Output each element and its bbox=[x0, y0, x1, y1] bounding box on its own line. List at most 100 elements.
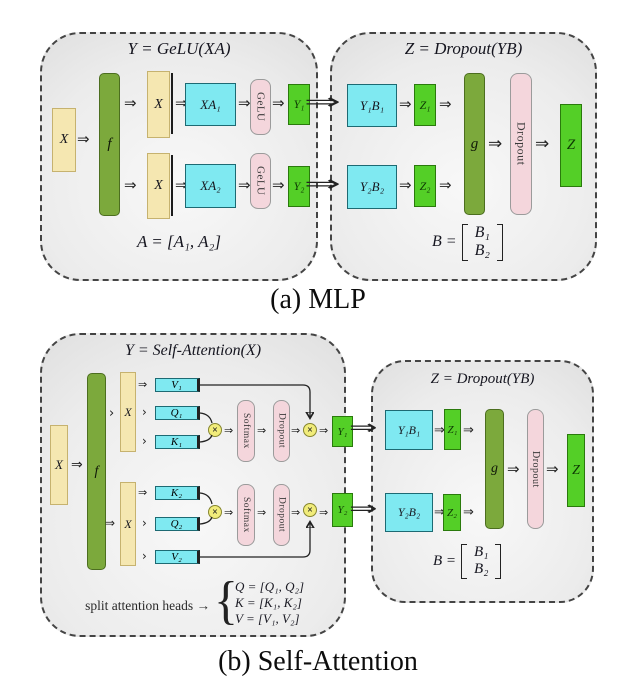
y2-box: Y₂ bbox=[332, 493, 353, 527]
q1-bar: Q₁ bbox=[155, 406, 200, 420]
double-arrow-icon: ⇒ bbox=[535, 134, 550, 154]
z-output-box: Z bbox=[567, 434, 585, 507]
panel-title: Y = Self-Attention(X) bbox=[124, 342, 262, 359]
matmul-otimes-icon: × bbox=[208, 423, 222, 437]
bracket-left bbox=[461, 544, 468, 579]
small-arrow-icon: › bbox=[109, 406, 115, 421]
bracket-left bbox=[461, 224, 468, 261]
double-arrow-icon: ⇒ bbox=[399, 176, 412, 194]
gather-g-bar: g bbox=[485, 409, 504, 529]
matmul-otimes-icon: × bbox=[303, 423, 317, 437]
partition-line bbox=[171, 155, 173, 216]
bracket-right bbox=[495, 544, 502, 579]
xa2-box: XA₂ bbox=[185, 164, 236, 208]
panel-attention-dropout: Z = Dropout(YB) Y₁B₁ ⇒ Z₁ ⇒ Y₂B₂ ⇒ Z₂ ⇒ … bbox=[371, 360, 594, 603]
double-arrow-icon: ⇒ bbox=[434, 423, 445, 438]
small-arrow-icon: › bbox=[142, 405, 147, 419]
z1-box: Z₁ bbox=[444, 409, 461, 450]
y1b1-box: Y₁B₁ bbox=[347, 84, 397, 127]
k1-bar: K₁ bbox=[155, 435, 200, 449]
double-arrow-icon: ⇒ bbox=[463, 505, 474, 520]
cross-panel-arrow-icon: ⇒ bbox=[304, 90, 341, 115]
dropout-bar-1: Dropout bbox=[273, 400, 290, 462]
double-arrow-icon: ⇒ bbox=[463, 423, 474, 438]
bracket-right bbox=[496, 224, 503, 261]
scatter-f-bar: f bbox=[87, 373, 106, 570]
formula-b2: B₂ bbox=[474, 242, 490, 260]
y2-box: Y₂ bbox=[288, 166, 310, 207]
double-arrow-icon: ⇒ bbox=[272, 176, 285, 194]
k2-bar: K₂ bbox=[155, 486, 200, 500]
double-arrow-icon: ⇒ bbox=[272, 94, 285, 112]
gelu-bar-1: GeLU bbox=[250, 79, 271, 135]
y1-box: Y₁ bbox=[332, 416, 353, 447]
panel-title: Z = Dropout(YB) bbox=[404, 39, 523, 58]
double-arrow-icon: ⇒ bbox=[291, 506, 301, 519]
x-split-box-1: X bbox=[120, 372, 136, 452]
brace-icon: { bbox=[214, 570, 238, 630]
cross-panel-arrow-icon: ⇒ bbox=[349, 496, 378, 520]
matmul-otimes-icon: × bbox=[303, 503, 317, 517]
y2b2-box: Y₂B₂ bbox=[385, 493, 433, 532]
double-arrow-icon: ⇒ bbox=[238, 94, 251, 112]
note-label: split attention heads → bbox=[85, 598, 210, 613]
panel-title: Z = Dropout(YB) bbox=[430, 371, 535, 387]
double-arrow-icon: ⇒ bbox=[77, 130, 90, 148]
gelu-bar-2: GeLU bbox=[250, 153, 271, 209]
note-rows: Q = [Q₁, Q₂] K = [K₁, K₂] V = [V₁, V₂] bbox=[235, 579, 304, 627]
softmax-bar-2: Softmax bbox=[237, 484, 255, 546]
v2-bar: V₂ bbox=[155, 550, 200, 564]
small-arrow-icon: › bbox=[142, 516, 147, 530]
formula-b1: B₁ bbox=[474, 224, 490, 241]
note-row-k: K = [K₁, K₂] bbox=[235, 595, 302, 610]
double-arrow-icon: ⇒ bbox=[238, 176, 251, 194]
input-x-box: X bbox=[52, 108, 76, 172]
x-split-box-2: X bbox=[147, 153, 170, 219]
double-arrow-icon: ⇒ bbox=[546, 460, 559, 478]
small-arrow-icon: › bbox=[142, 549, 147, 563]
x-split-box-2: X bbox=[120, 482, 136, 566]
panel-mlp-dropout: Z = Dropout(YB) Y₁B₁ ⇒ Z₁ ⇒ Y₂B₂ ⇒ Z₂ ⇒ … bbox=[330, 32, 597, 281]
double-arrow-icon: ⇒ bbox=[488, 134, 503, 154]
double-arrow-icon: ⇒ bbox=[224, 424, 234, 437]
double-arrow-icon: ⇒ bbox=[399, 95, 412, 113]
double-arrow-icon: ⇒ bbox=[71, 457, 83, 473]
double-arrow-icon: ⇒ bbox=[224, 506, 234, 519]
double-arrow-icon: ⇒ bbox=[257, 506, 267, 519]
formula-b: B = B₁ B₂ bbox=[433, 544, 502, 579]
panel-attention-left: Y = Self-Attention(X) X ⇒ f › X ⇒ V₁ › Q… bbox=[40, 333, 353, 637]
dropout-bar: Dropout bbox=[527, 409, 544, 529]
y2b2-box: Y₂B₂ bbox=[347, 165, 397, 209]
double-arrow-icon: ⇒ bbox=[434, 505, 445, 520]
panel-title: Y = GeLU(XA) bbox=[127, 39, 231, 58]
note-row-v: V = [V₁, V₂] bbox=[235, 611, 300, 626]
formula-b-lhs: B = bbox=[432, 233, 457, 251]
caption-attention: (b) Self-Attention bbox=[218, 646, 418, 677]
dropout-bar-2: Dropout bbox=[273, 484, 290, 546]
double-arrow-icon: ⇒ bbox=[319, 424, 329, 437]
formula-b1: B₁ bbox=[474, 544, 489, 560]
formula-b-vector: B₁ B₂ bbox=[473, 224, 492, 261]
x-split-box-1: X bbox=[147, 71, 170, 138]
double-arrow-icon: ⇒ bbox=[124, 176, 137, 194]
q2-bar: Q₂ bbox=[155, 517, 200, 531]
small-arrow-icon: › bbox=[142, 434, 147, 448]
double-arrow-icon: ⇒ bbox=[138, 486, 148, 499]
double-arrow-icon: ⇒ bbox=[507, 460, 520, 478]
panel-mlp-gelu: Y = GeLU(XA) X ⇒ f ⇒ X ⇒ XA₁ ⇒ GeLU ⇒ Y₁… bbox=[40, 32, 318, 281]
double-arrow-icon: ⇒ bbox=[124, 94, 137, 112]
input-x-box: X bbox=[50, 425, 68, 505]
double-arrow-icon: ⇒ bbox=[439, 95, 452, 113]
v1-bar: V₁ bbox=[155, 378, 200, 392]
formula-b2: B₂ bbox=[474, 561, 489, 578]
partition-line bbox=[171, 73, 173, 134]
formula-b: B = B₁ B₂ bbox=[432, 224, 503, 261]
double-arrow-icon: ⇒ bbox=[319, 506, 329, 519]
formula-b-lhs: B = bbox=[433, 552, 457, 569]
y1b1-box: Y₁B₁ bbox=[385, 410, 433, 450]
scatter-f-bar: f bbox=[99, 73, 120, 216]
double-arrow-icon: ⇒ bbox=[105, 516, 116, 530]
cross-panel-arrow-icon: ⇒ bbox=[304, 172, 341, 197]
double-arrow-icon: ⇒ bbox=[138, 378, 148, 391]
